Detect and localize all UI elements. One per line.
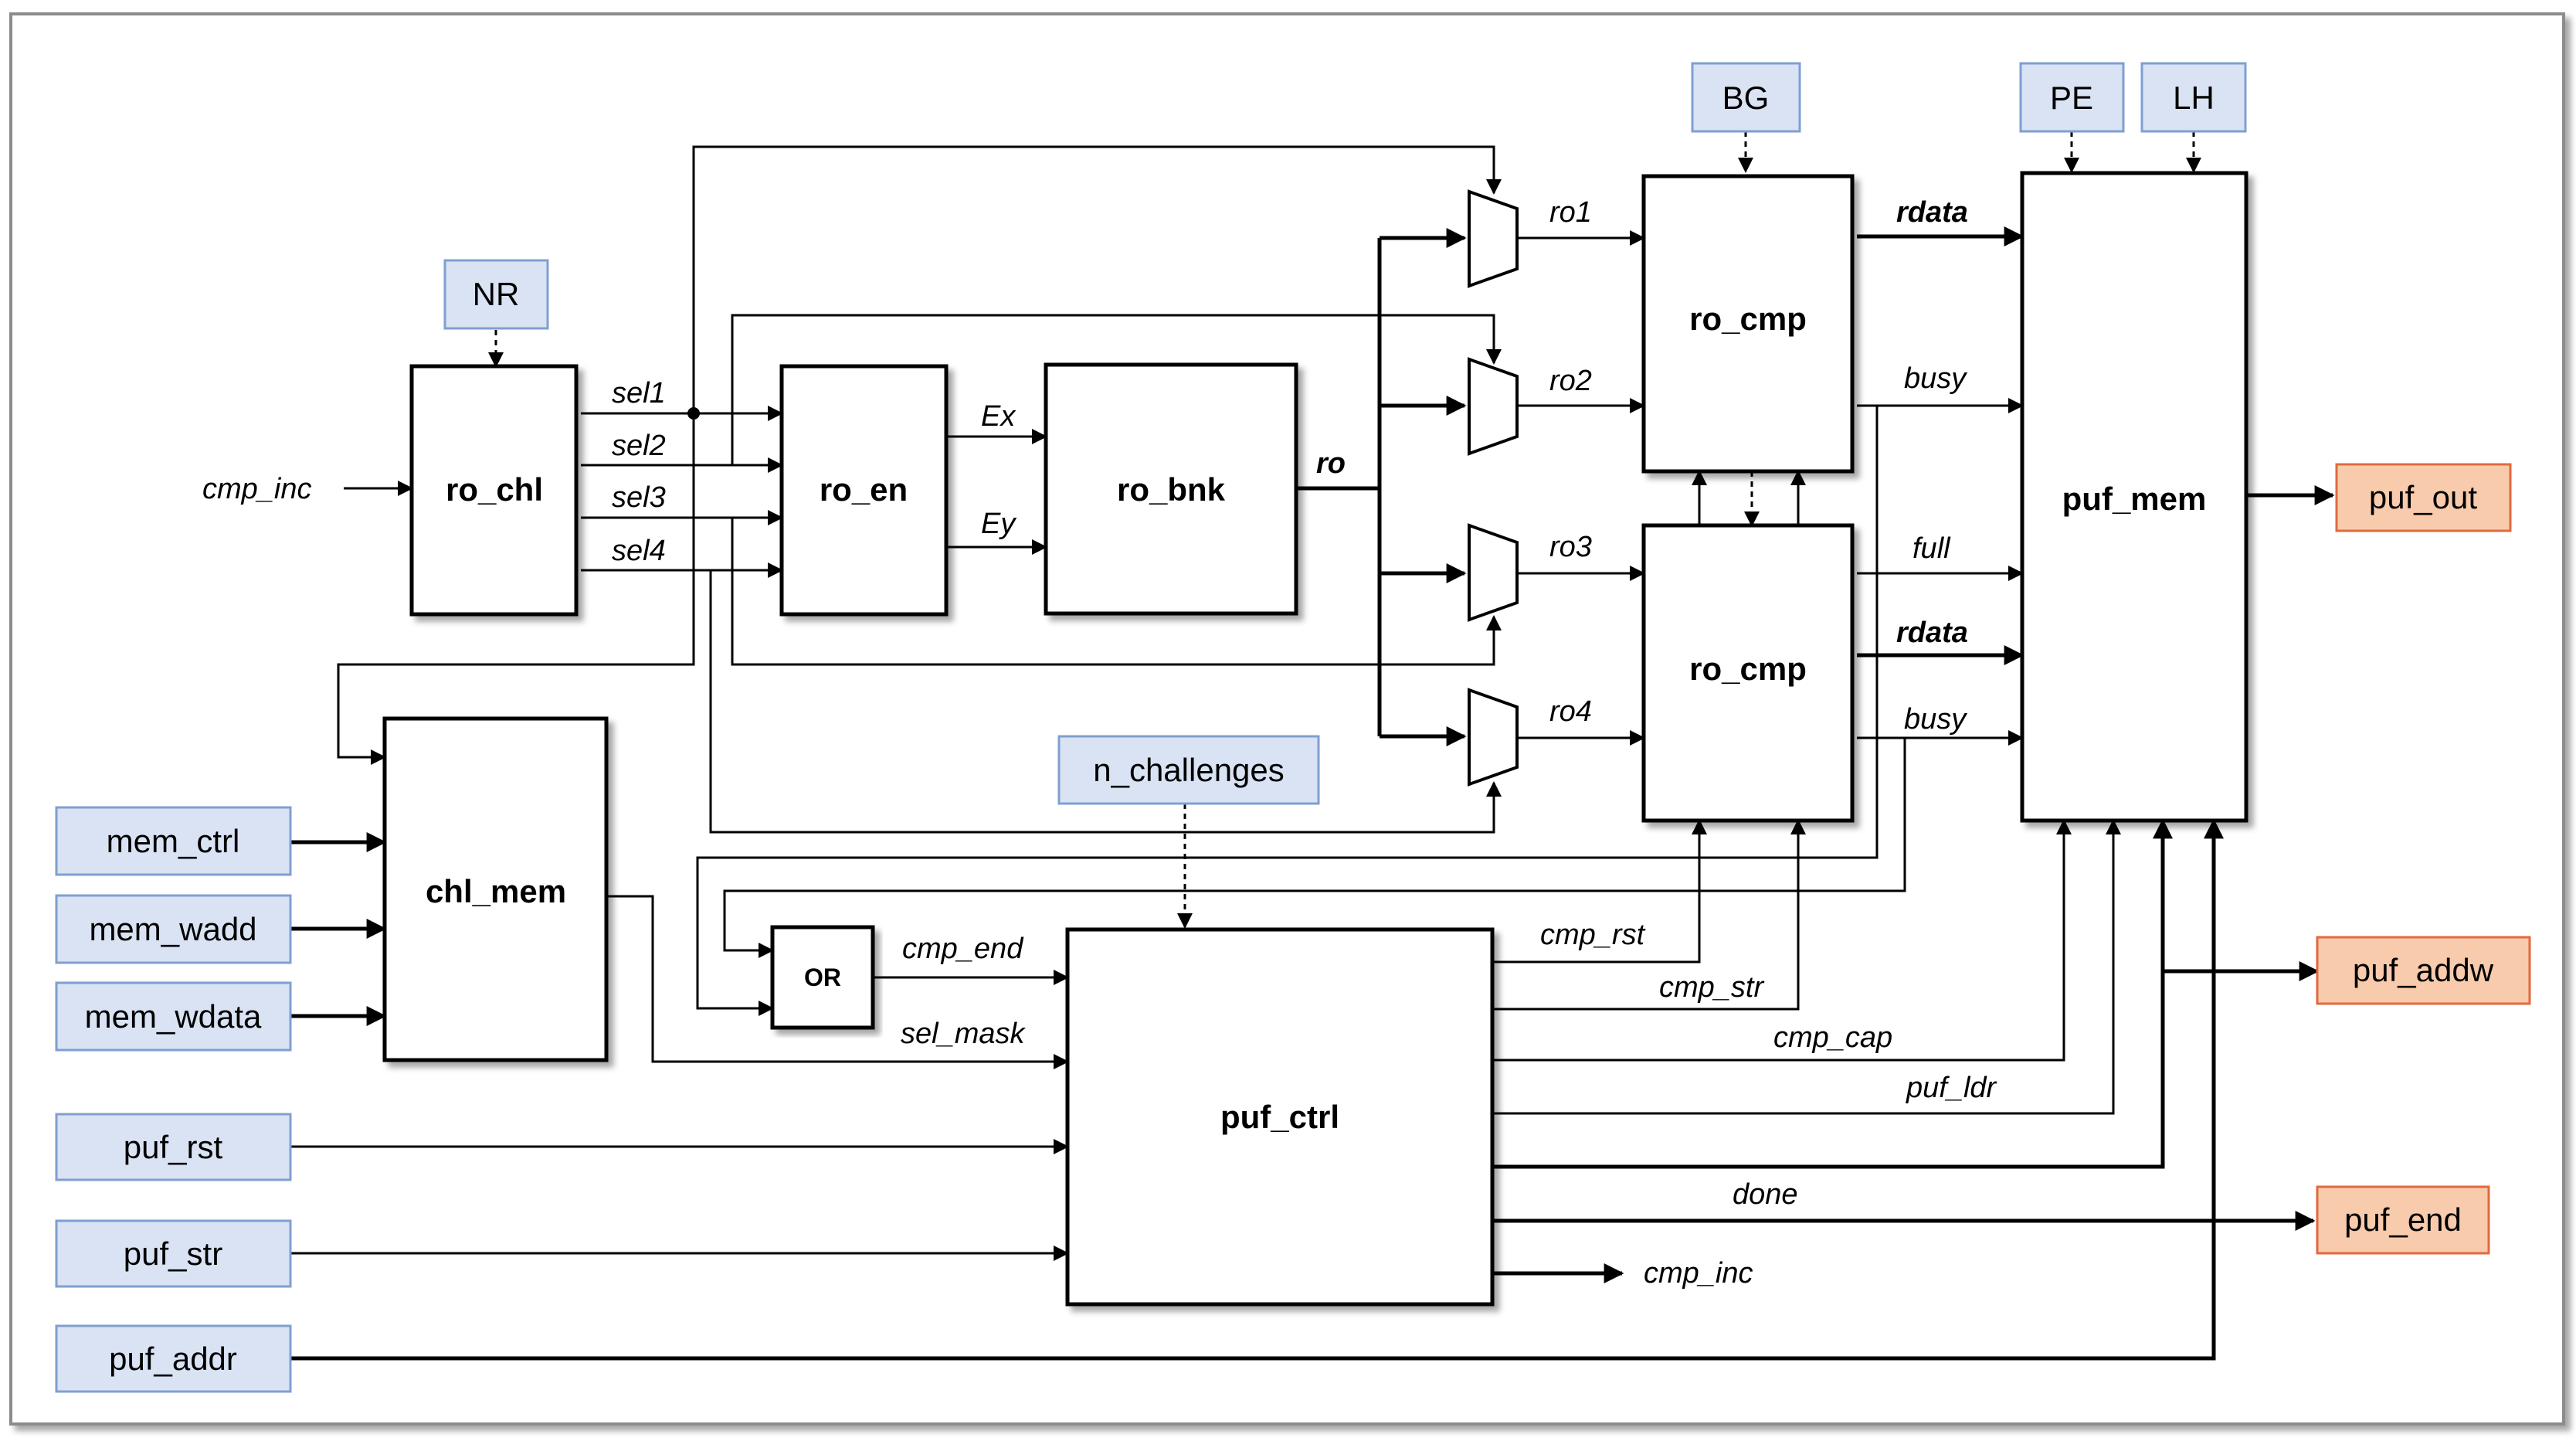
input-puf-addr-label: puf_addr xyxy=(109,1341,237,1377)
signal-done: done xyxy=(1733,1178,1798,1211)
ro-chl-label: ro_chl xyxy=(446,471,543,508)
or-gate-block xyxy=(770,925,875,1030)
signal-rdata-top: rdata xyxy=(1896,196,1968,229)
mux-1 xyxy=(1468,189,1519,288)
outputs: puf_out puf_addw puf_end xyxy=(2316,463,2531,1255)
muxes xyxy=(1468,189,1519,787)
mux-2 xyxy=(1468,357,1519,456)
input-mem-wdata-label: mem_wdata xyxy=(85,998,262,1035)
param-n-challenges-box xyxy=(1057,735,1320,805)
output-puf-end-label: puf_end xyxy=(2344,1201,2462,1238)
param-bg-label: BG xyxy=(1722,80,1770,116)
signal-ro: ro xyxy=(1316,447,1346,480)
output-puf-out-box xyxy=(2335,463,2512,532)
signal-ey: Ey xyxy=(981,508,1016,540)
signal-cmp-rst: cmp_rst xyxy=(1540,919,1646,951)
signal-cmp-cap: cmp_cap xyxy=(1773,1021,1892,1054)
ro-bnk-block xyxy=(1044,362,1298,616)
signal-cmp-end: cmp_end xyxy=(902,933,1024,965)
signal-sel-mask: sel_mask xyxy=(901,1018,1026,1050)
param-pe-box xyxy=(2019,62,2125,133)
param-bg-box xyxy=(1691,62,1801,133)
param-pe-label: PE xyxy=(2050,80,2093,116)
wires xyxy=(290,131,2335,1361)
param-lh-label: LH xyxy=(2173,80,2215,116)
output-puf-addw-box xyxy=(2316,936,2531,1005)
signal-cmp-str: cmp_str xyxy=(1659,971,1764,1004)
signal-busy-top: busy xyxy=(1904,362,1967,395)
wire-puf-addr xyxy=(290,818,2224,1361)
signal-sel1: sel1 xyxy=(612,377,666,410)
input-mem-wdata-box xyxy=(55,981,292,1052)
or-gate-label: OR xyxy=(804,963,841,991)
wire-sel1-to-mux1 xyxy=(692,145,1502,413)
wire-cmp-rst xyxy=(1493,819,1707,963)
input-puf-rst-label: puf_rst xyxy=(124,1129,223,1165)
ro-cmp-top-block xyxy=(1641,174,1855,474)
wire-sel-to-chlmem xyxy=(337,413,695,765)
signal-ro2: ro2 xyxy=(1549,365,1592,397)
puf-ctrl-block xyxy=(1065,927,1495,1307)
signal-cmp-inc-out: cmp_inc xyxy=(1644,1257,1753,1290)
signal-ro1: ro1 xyxy=(1549,196,1592,229)
signal-busy-bottom: busy xyxy=(1904,703,1967,736)
input-puf-addr-box xyxy=(55,1324,292,1393)
input-mem-wadd-label: mem_wadd xyxy=(89,911,256,947)
signal-cmp-inc-in: cmp_inc xyxy=(202,473,312,505)
wire-sel2-to-mux2 xyxy=(731,314,1502,465)
signal-sel3: sel3 xyxy=(612,481,666,514)
chl-mem-block xyxy=(382,716,609,1062)
ro-cmp-top-label: ro_cmp xyxy=(1689,301,1807,337)
ro-cmp-bottom-label: ro_cmp xyxy=(1689,651,1807,687)
wire-cmp-cap xyxy=(1493,819,2072,1062)
ro-cmp-bottom-block xyxy=(1641,523,1855,823)
wire-busy-bottom-feedback xyxy=(723,738,1906,958)
signal-ro4: ro4 xyxy=(1549,695,1592,728)
input-mem-wadd-box xyxy=(55,894,292,964)
blocks: ro_chl ro_en ro_bnk ro_cmp ro_cmp puf_me… xyxy=(382,171,2248,1307)
puf-mem-label: puf_mem xyxy=(2062,481,2207,517)
input-puf-str-label: puf_str xyxy=(124,1235,222,1272)
wire-sel-mask xyxy=(606,895,1069,1069)
param-nr-label: NR xyxy=(473,276,520,312)
output-puf-out-label: puf_out xyxy=(2369,479,2477,515)
parameters: NR BG PE LH n_challenges xyxy=(443,62,2247,805)
signal-rdata-bottom: rdata xyxy=(1896,617,1968,649)
chl-mem-label: chl_mem xyxy=(426,873,566,909)
signal-labels: cmp_inc sel1 sel2 sel3 sel4 Ex Ey ro ro1… xyxy=(202,196,1997,1290)
ro-chl-block xyxy=(409,364,579,617)
output-puf-addw-label: puf_addw xyxy=(2353,952,2494,988)
ro-en-block xyxy=(779,364,949,617)
signal-ex: Ex xyxy=(981,400,1016,433)
input-mem-ctrl-box xyxy=(55,806,292,876)
puf-mem-block xyxy=(2020,171,2248,823)
input-mem-ctrl-label: mem_ctrl xyxy=(107,823,240,859)
wire-cmp-str xyxy=(1493,819,1806,1011)
output-puf-end-box xyxy=(2316,1185,2490,1255)
signal-full: full xyxy=(1912,532,1951,565)
mux-4 xyxy=(1468,688,1519,787)
input-puf-str-box xyxy=(55,1219,292,1288)
signal-ro3: ro3 xyxy=(1549,531,1592,563)
signal-sel2: sel2 xyxy=(612,430,666,462)
signal-puf-ldr: puf_ldr xyxy=(1906,1072,1997,1104)
param-lh-box xyxy=(2140,62,2247,133)
ro-en-label: ro_en xyxy=(820,471,908,508)
wire-busy-top-feedback xyxy=(696,406,1879,1016)
inputs: mem_ctrl mem_wadd mem_wdata puf_rst puf_… xyxy=(55,806,292,1393)
wire-ctrl-to-mem xyxy=(1493,818,2173,1169)
wire-sel3-to-mux3 xyxy=(731,518,1502,666)
param-nr-box xyxy=(443,259,549,330)
input-puf-rst-box xyxy=(55,1113,292,1181)
signal-sel4: sel4 xyxy=(612,535,666,567)
puf-ctrl-label: puf_ctrl xyxy=(1220,1099,1339,1135)
ro-bnk-label: ro_bnk xyxy=(1117,471,1226,508)
wire-sel4-to-mux4 xyxy=(709,570,1502,834)
param-n-challenges-label: n_challenges xyxy=(1093,752,1285,788)
mux-3 xyxy=(1468,523,1519,622)
wire-ro-bus xyxy=(1296,238,1382,736)
wire-puf-ldr xyxy=(1493,819,2121,1115)
